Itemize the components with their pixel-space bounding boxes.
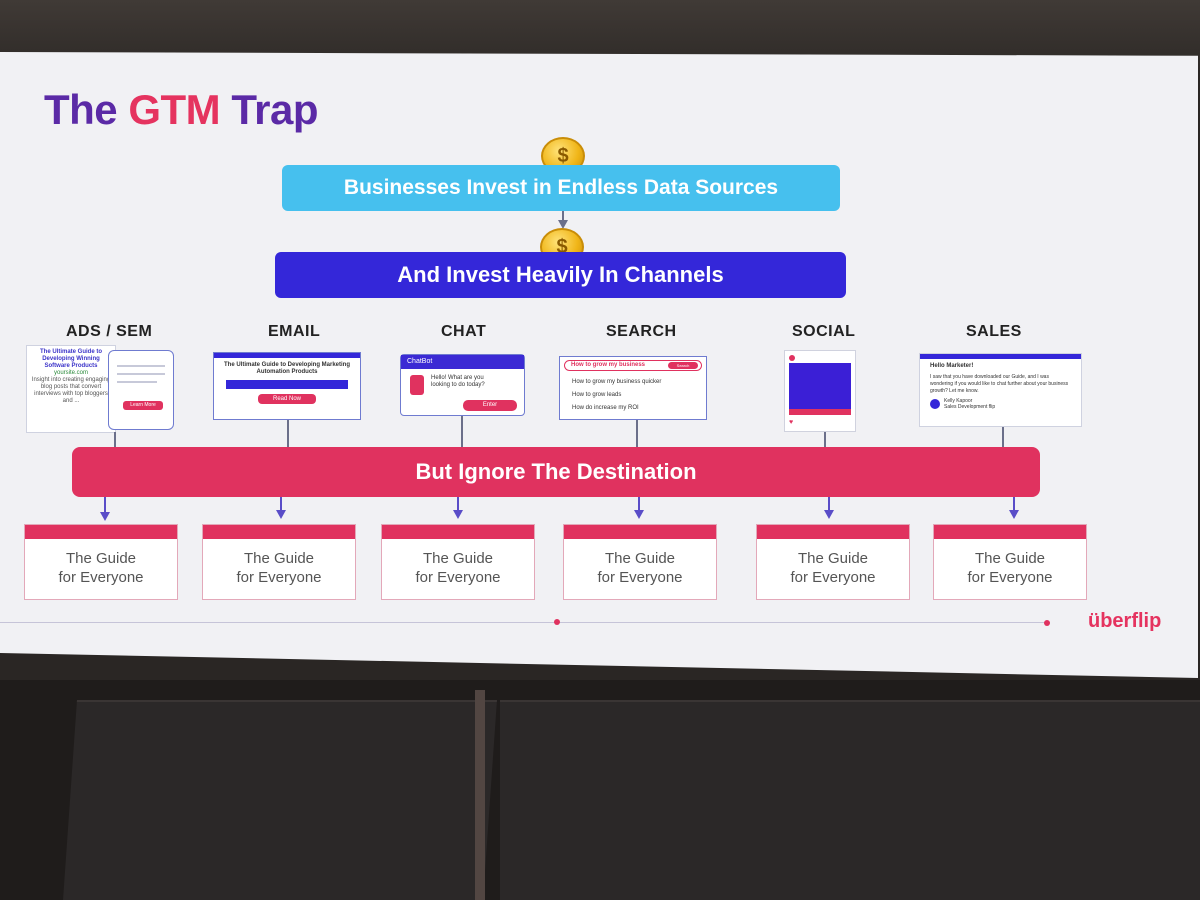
robot-icon bbox=[410, 375, 424, 395]
arrow-down-icon bbox=[1009, 510, 1019, 519]
email-title: The Ultimate Guide to Developing Marketi… bbox=[224, 362, 351, 375]
social-caption-bar bbox=[789, 409, 851, 415]
connector-line bbox=[457, 497, 459, 511]
title-word-1: The bbox=[44, 86, 118, 133]
chat-message: Hello! What are you looking to do today? bbox=[431, 375, 485, 388]
footer-dot bbox=[1044, 620, 1050, 626]
title-accent-word: GTM bbox=[128, 86, 221, 133]
stage-panel-right bbox=[500, 700, 1200, 900]
chatbot-header: ChatBot bbox=[401, 355, 524, 369]
step-invest-data: Businesses Invest in Endless Data Source… bbox=[282, 165, 840, 211]
chat-preview: ChatBot Hello! What are you looking to d… bbox=[400, 354, 525, 416]
avatar bbox=[930, 399, 940, 409]
stage-panel-left bbox=[63, 700, 497, 900]
sales-rep-name: Kelly Kapoor bbox=[944, 398, 973, 404]
sales-email-preview: Hello Marketer! I saw that you have down… bbox=[919, 353, 1082, 427]
connector-line bbox=[638, 497, 640, 511]
arrow-down-icon bbox=[453, 510, 463, 519]
sales-body: I saw that you have downloaded our Guide… bbox=[930, 374, 1069, 394]
connector-line bbox=[1013, 497, 1015, 511]
social-post-preview: ♥ bbox=[784, 350, 856, 432]
email-read-now-button: Read Now bbox=[258, 394, 316, 404]
title-word-2: Trap bbox=[231, 86, 319, 133]
connector-line bbox=[562, 211, 564, 225]
arrow-down-icon bbox=[558, 220, 568, 229]
channel-label-social: SOCIAL bbox=[792, 323, 856, 340]
connector-line bbox=[280, 497, 282, 511]
connector-line bbox=[461, 416, 463, 448]
ads-learn-more-button: Learn More bbox=[123, 401, 163, 410]
sales-greeting: Hello Marketer! bbox=[930, 363, 974, 369]
chat-enter-button: Enter bbox=[463, 400, 517, 411]
connector-line bbox=[1002, 427, 1004, 448]
email-preview: The Ultimate Guide to Developing Marketi… bbox=[213, 352, 361, 420]
sales-rep-role: Sales Development flip bbox=[944, 404, 996, 410]
search-query: How to grow my business bbox=[564, 360, 702, 371]
ads-preview: The Ultimate Guide to Developing Winning… bbox=[26, 345, 116, 433]
arrow-down-icon bbox=[100, 512, 110, 521]
step-ignore-destination: But Ignore The Destination bbox=[72, 447, 1040, 497]
search-preview: How to grow my business Search How to gr… bbox=[559, 356, 707, 420]
search-button: Search bbox=[668, 362, 698, 369]
ads-site: yoursite.com bbox=[53, 370, 88, 376]
social-image bbox=[789, 363, 851, 413]
slide-title: The GTM Trap bbox=[44, 86, 319, 134]
connector-line bbox=[114, 432, 116, 448]
connector-line bbox=[636, 420, 638, 448]
uberflip-logo: überflip bbox=[1088, 610, 1162, 632]
footer-divider bbox=[0, 622, 1050, 623]
channel-label-email: EMAIL bbox=[268, 323, 321, 340]
search-result: How to grow leads bbox=[572, 392, 622, 398]
step-invest-channels: And Invest Heavily In Channels bbox=[275, 252, 846, 298]
heart-icon: ♥ bbox=[789, 419, 794, 426]
ads-headline: The Ultimate Guide to Developing Winning… bbox=[39, 349, 102, 369]
ads-phone-mock: Learn More bbox=[108, 350, 174, 430]
connector-line bbox=[828, 497, 830, 511]
channel-label-sales: SALES bbox=[966, 323, 1022, 340]
arrow-down-icon bbox=[824, 510, 834, 519]
arrow-down-icon bbox=[634, 510, 644, 519]
channel-label-ads: ADS / SEM bbox=[66, 323, 153, 340]
footer-dot bbox=[554, 619, 560, 625]
channel-label-search: SEARCH bbox=[606, 323, 677, 340]
ads-description: Insight into creating engaging blog post… bbox=[31, 377, 111, 404]
connector-line bbox=[104, 497, 106, 513]
connector-line bbox=[824, 432, 826, 448]
channel-label-chat: CHAT bbox=[441, 323, 487, 340]
stage-divider bbox=[475, 690, 485, 900]
search-result: How to grow my business quicker bbox=[572, 379, 662, 385]
search-result: How do increase my ROI bbox=[572, 405, 639, 411]
arrow-down-icon bbox=[276, 510, 286, 519]
connector-line bbox=[287, 420, 289, 448]
avatar bbox=[789, 355, 795, 361]
